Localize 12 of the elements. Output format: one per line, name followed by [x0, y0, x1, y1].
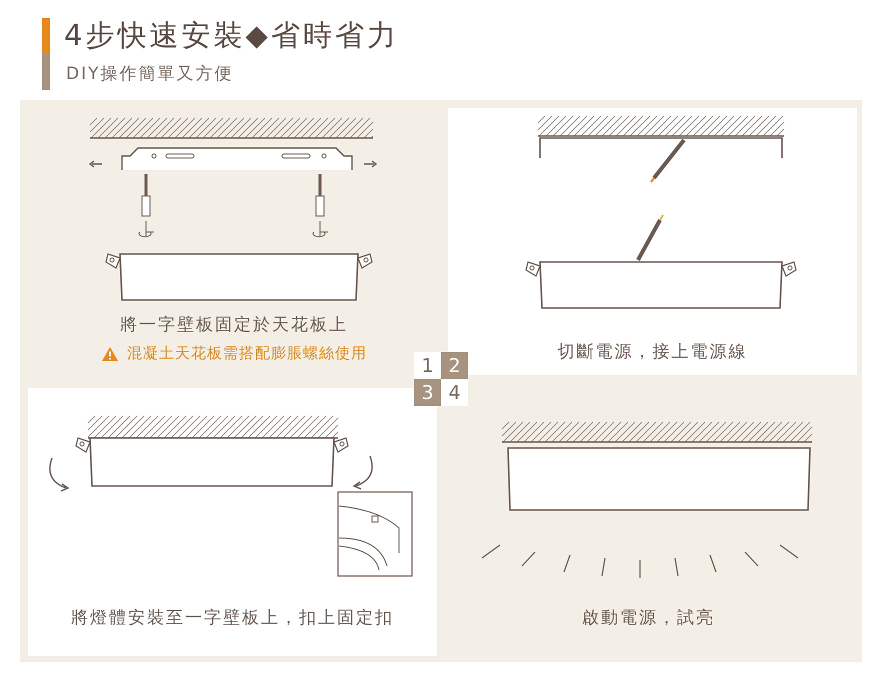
- step-caption: 啟動電源，試亮: [581, 607, 716, 629]
- step-caption: 切斷電源，接上電源線: [556, 341, 748, 363]
- step-number: 3: [414, 379, 441, 406]
- step-caption: 將一字壁板固定於天花板上: [119, 314, 349, 336]
- subtitle: DIY操作簡單又方便: [66, 63, 234, 85]
- step-number: 2: [441, 352, 468, 379]
- warning-note: 混凝土天花板需搭配膨脹螺絲使用: [127, 344, 367, 363]
- title: 4步快速安裝◆省時省力: [64, 17, 399, 54]
- step-panel: [448, 108, 857, 375]
- step-number: 1: [414, 352, 441, 379]
- step-number: 4: [441, 379, 468, 406]
- step-caption: 將燈體安裝至一字壁板上，扣上固定扣: [70, 607, 395, 629]
